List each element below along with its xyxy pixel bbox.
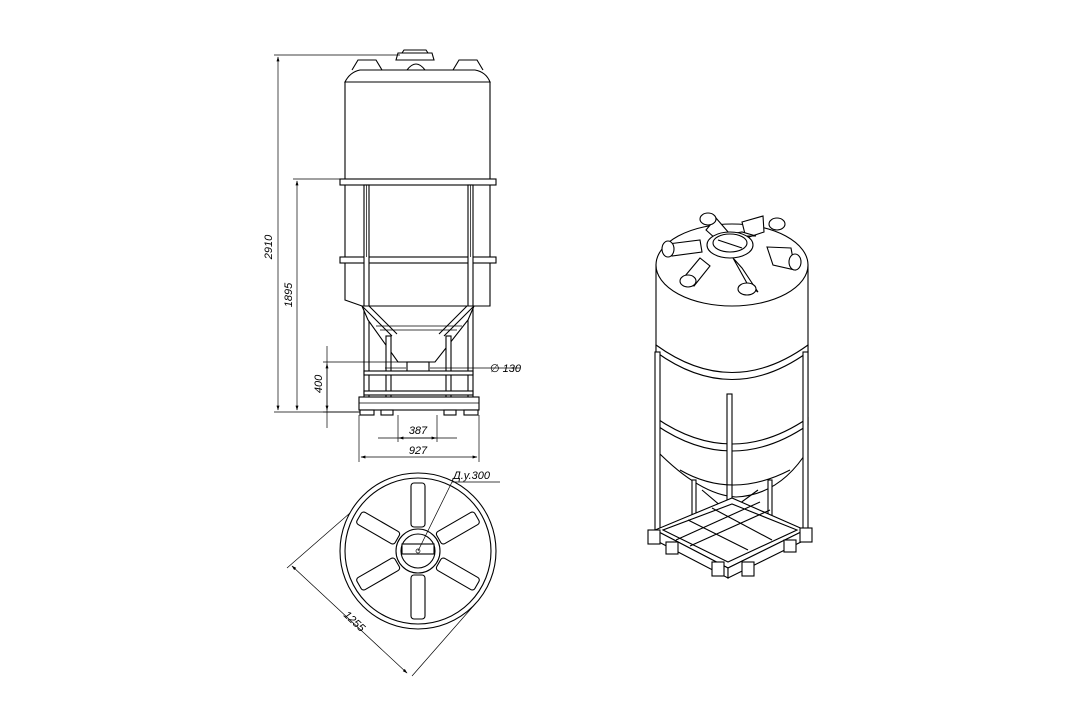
dim-outlet-diameter: ∅ 130 xyxy=(490,363,522,375)
frame-base xyxy=(358,396,480,411)
dim-frame-height: 1895 xyxy=(283,282,295,307)
upper-band xyxy=(339,178,497,186)
dim-outlet-height: 400 xyxy=(313,374,325,393)
dimension-lines xyxy=(274,54,520,462)
dim-total-height: 2910 xyxy=(263,234,275,260)
iso-hatch xyxy=(706,231,754,259)
tank-outline-circle xyxy=(339,472,497,630)
cone xyxy=(361,305,475,363)
dim-frame-width: 927 xyxy=(409,445,428,457)
dim-inner-width: 387 xyxy=(409,425,428,437)
iso-base-frame xyxy=(653,497,807,579)
isometric-view xyxy=(647,212,813,579)
dim-hatch: Д.у.300 xyxy=(451,470,491,482)
front-view xyxy=(339,49,497,416)
middle-band xyxy=(339,256,497,264)
tank-dome xyxy=(344,69,491,83)
top-hatch xyxy=(395,52,435,61)
dim-tank-diameter: 1255 xyxy=(341,609,368,635)
top-view xyxy=(339,472,497,630)
